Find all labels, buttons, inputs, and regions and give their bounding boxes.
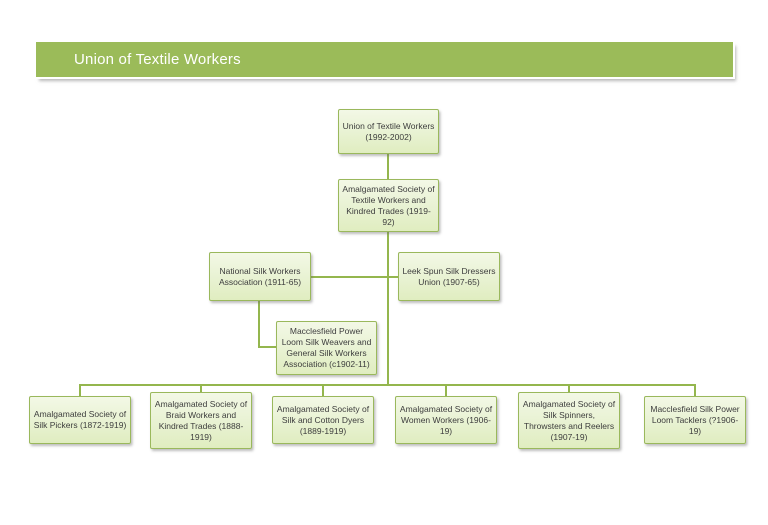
connector-distribution-line	[79, 384, 696, 386]
org-node-label: Union of Textile Workers (1992-2002)	[342, 120, 435, 142]
org-node-label: Amalgamated Society of Women Workers (19…	[399, 403, 493, 436]
org-node-label: Amalgamated Society of Textile Workers a…	[342, 183, 435, 227]
org-node-amalgamated-society-of-textile-workers: Amalgamated Society of Textile Workers a…	[338, 179, 439, 232]
connector-drop-silk-pickers	[79, 385, 81, 396]
org-node-label: Amalgamated Society of Silk and Cotton D…	[276, 403, 370, 436]
connector-national-drop	[258, 301, 260, 348]
connector-drop-braid-workers	[200, 385, 202, 393]
page-title: Union of Textile Workers	[74, 51, 241, 68]
org-node-leek-spun-silk-dressers-union: Leek Spun Silk Dressers Union (1907-65)	[398, 252, 500, 301]
connector-drop-women-workers	[445, 385, 447, 396]
org-node-macclesfield-silk-power-loom-tacklers: Macclesfield Silk Power Loom Tacklers (?…	[644, 396, 746, 444]
org-node-label: Amalgamated Society of Silk Spinners, Th…	[522, 398, 616, 442]
org-node-label: Leek Spun Silk Dressers Union (1907-65)	[402, 265, 496, 287]
org-node-label: Macclesfield Power Loom Silk Weavers and…	[281, 326, 372, 369]
connector-drop-loom-tacklers	[694, 385, 696, 396]
org-node-amalgamated-society-of-women-workers: Amalgamated Society of Women Workers (19…	[395, 396, 497, 444]
org-node-label: Amalgamated Society of Braid Workers and…	[154, 398, 248, 442]
org-node-label: Macclesfield Silk Power Loom Tacklers (?…	[650, 403, 740, 436]
connector-trunk	[387, 232, 389, 386]
org-node-union-of-textile-workers: Union of Textile Workers (1992-2002)	[338, 109, 439, 154]
connector-drop-silk-spinners	[568, 385, 570, 393]
org-node-label: National Silk Workers Association (1911-…	[218, 265, 302, 287]
connector-national-to-macclesfield-elbow	[258, 346, 276, 348]
title-banner: Union of Textile Workers	[34, 40, 735, 79]
org-node-amalgamated-society-of-silk-pickers: Amalgamated Society of Silk Pickers (187…	[29, 396, 131, 444]
connector-root-to-amalgamated	[387, 154, 389, 179]
org-node-amalgamated-society-of-braid-workers: Amalgamated Society of Braid Workers and…	[150, 392, 252, 449]
connector-drop-silk-cotton-dyers	[322, 385, 324, 396]
org-node-macclesfield-power-loom-silk-weavers: Macclesfield Power Loom Silk Weavers and…	[276, 321, 377, 375]
org-node-national-silk-workers-association: National Silk Workers Association (1911-…	[209, 252, 311, 301]
org-node-label: Amalgamated Society of Silk Pickers (187…	[33, 409, 127, 430]
org-node-amalgamated-society-of-silk-and-cotton-dyers: Amalgamated Society of Silk and Cotton D…	[272, 396, 374, 444]
connector-national-to-leek	[311, 276, 398, 278]
org-node-amalgamated-society-of-silk-spinners: Amalgamated Society of Silk Spinners, Th…	[518, 392, 620, 449]
